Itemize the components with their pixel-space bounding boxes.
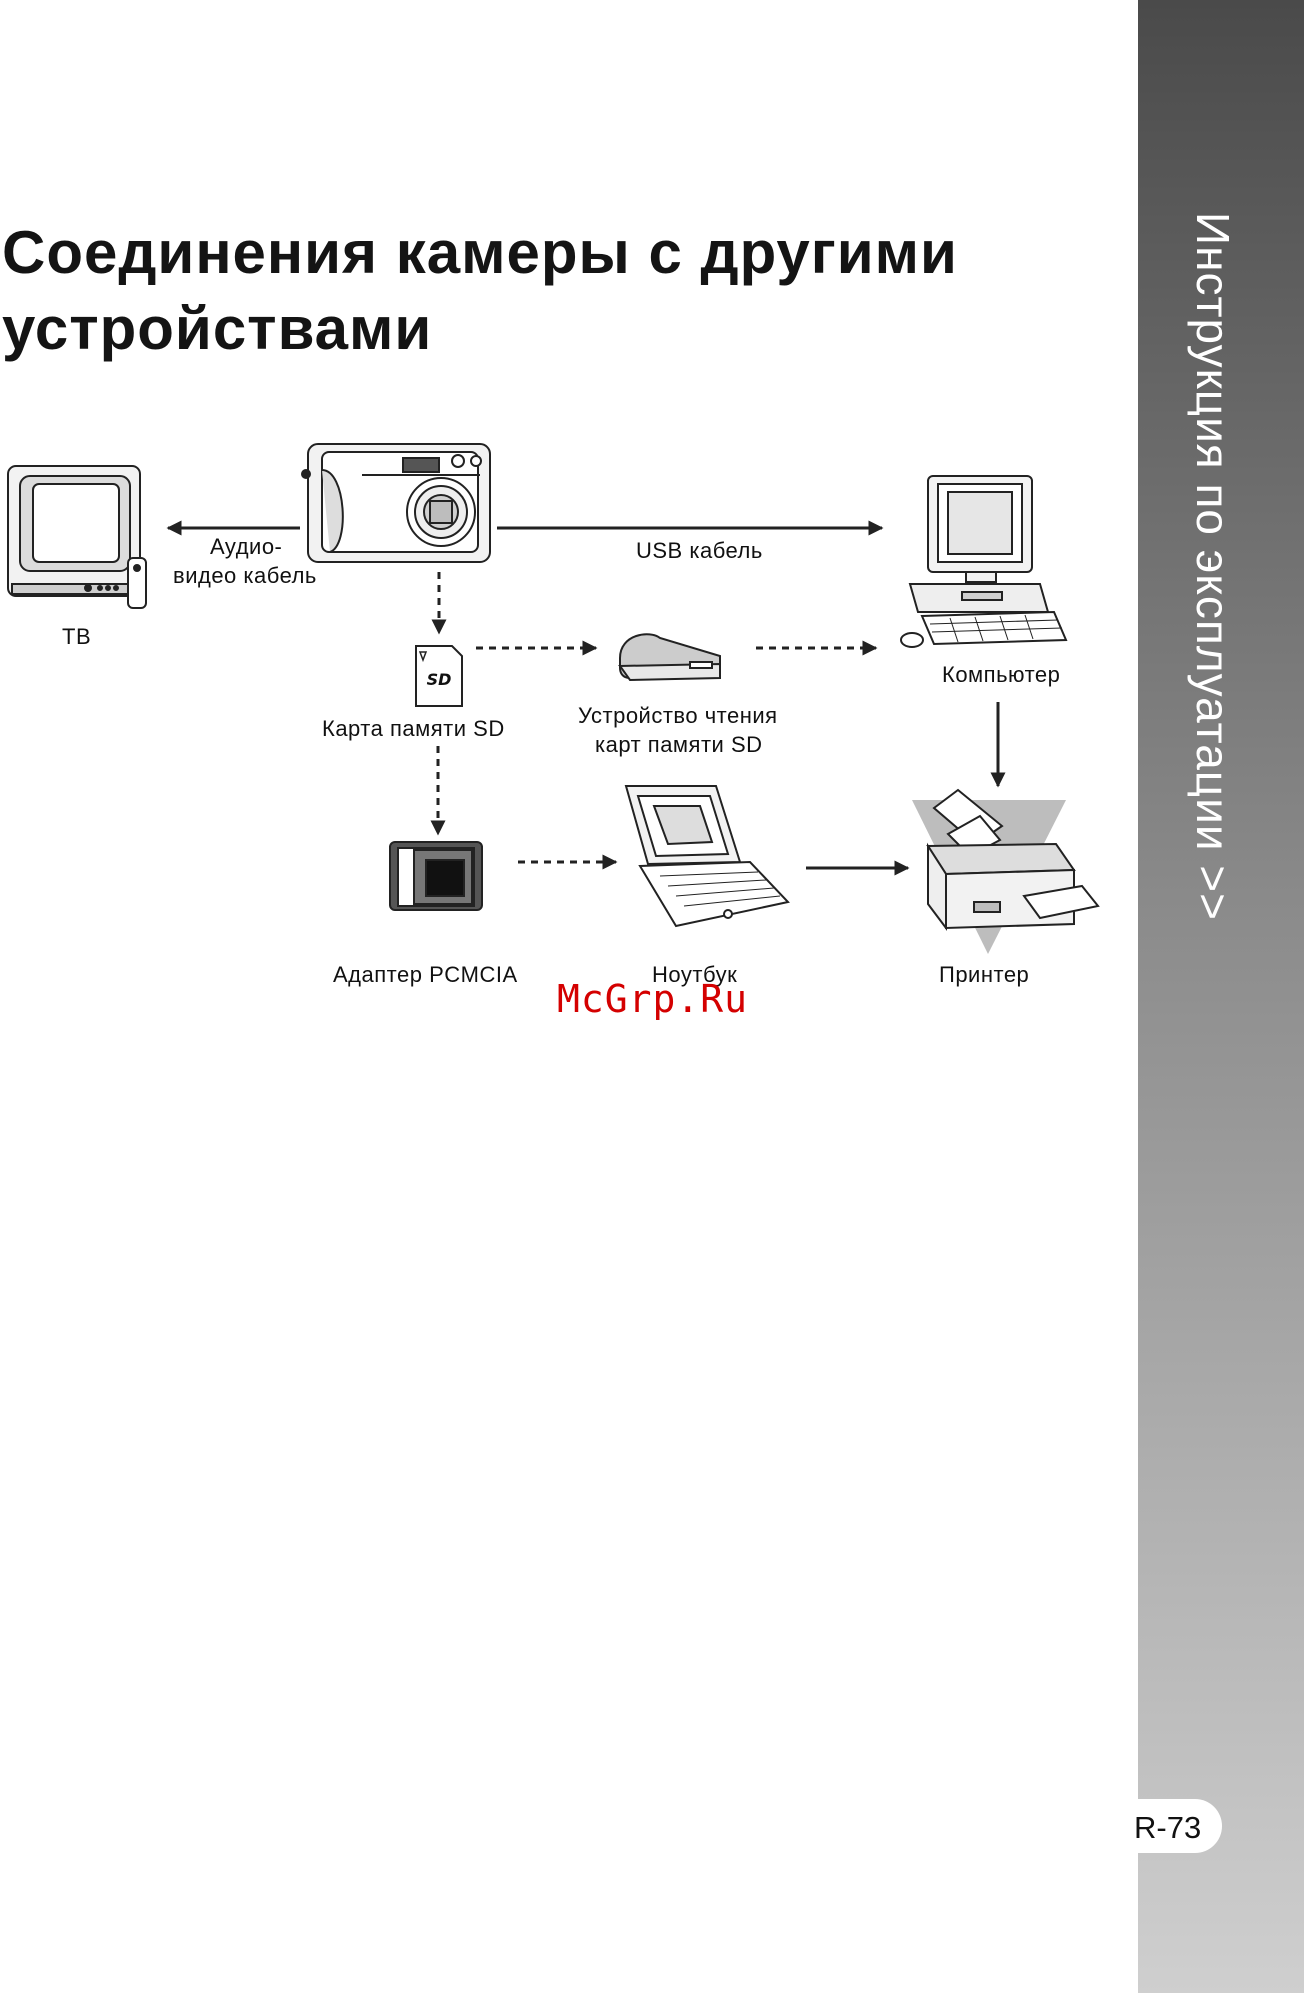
sd-card-icon: SD (416, 646, 462, 706)
sd-logo: SD (427, 670, 452, 689)
label-pcmcia-adapter: Адаптер PCMCIA (333, 962, 518, 988)
label-sd-card: Карта памяти SD (322, 716, 505, 742)
page-title-line-1: Соединения камеры с другими (2, 215, 958, 291)
page-title-line-2: устройствами (2, 291, 958, 367)
label-av-cable-line-2: видео кабель (173, 563, 317, 589)
label-tv: ТВ (62, 624, 91, 650)
label-av-cable-line-1: Аудио- (210, 534, 282, 560)
side-tab-text: Инструкция по эксплуатации >> (1186, 212, 1240, 921)
label-computer: Компьютер (942, 662, 1060, 688)
printer-icon (912, 790, 1098, 954)
computer-icon (901, 476, 1066, 647)
label-card-reader-line-2: карт памяти SD (595, 732, 763, 758)
connection-diagram: SD (0, 420, 1138, 1020)
label-printer: Принтер (939, 962, 1029, 988)
label-usb-cable: USB кабель (636, 538, 763, 564)
card-reader-icon (620, 634, 720, 680)
page-title: Соединения камеры с другими устройствами (2, 215, 958, 367)
camera-icon (302, 444, 490, 562)
page-number: R-73 (1134, 1810, 1201, 1846)
pcmcia-adapter-icon (390, 842, 482, 910)
watermark: McGrp.Ru (557, 977, 748, 1021)
tv-icon (8, 466, 146, 608)
notebook-icon (626, 786, 788, 926)
label-card-reader-line-1: Устройство чтения (578, 703, 778, 729)
